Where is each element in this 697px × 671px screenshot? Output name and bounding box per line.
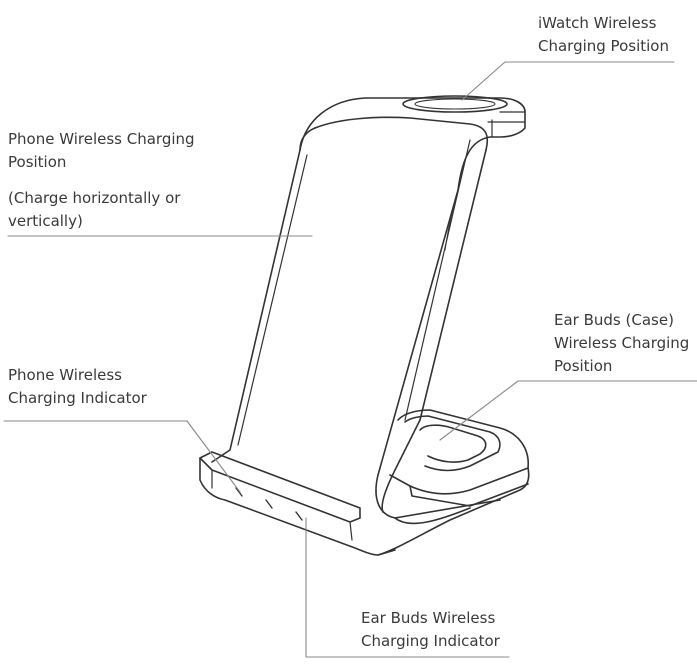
stand-body bbox=[199, 95, 530, 556]
label-line: Ear Buds (Case) bbox=[554, 311, 674, 329]
leader-earbuds bbox=[439, 380, 697, 441]
label-line: Charging Position bbox=[538, 37, 669, 55]
phone-panel-face bbox=[211, 127, 316, 463]
label-phone-position: Phone Wireless Charging Position bbox=[8, 128, 195, 174]
panel-side bbox=[381, 149, 487, 513]
label-line: Charging Indicator bbox=[361, 632, 500, 650]
label-line: Ear Buds Wireless bbox=[361, 609, 496, 627]
label-line: Wireless Charging bbox=[554, 334, 690, 352]
indicator-marks bbox=[235, 487, 303, 521]
label-phone-orientation-note: (Charge horizontally or vertically) bbox=[8, 187, 180, 233]
leader-lines bbox=[3, 61, 697, 658]
phone-ledge bbox=[199, 451, 361, 523]
watch-pad bbox=[402, 95, 508, 113]
phone-panel-outline bbox=[299, 97, 526, 519]
label-earbuds-position: Ear Buds (Case) Wireless Charging Positi… bbox=[554, 309, 689, 378]
label-line: vertically) bbox=[8, 212, 83, 230]
label-line: Charging Indicator bbox=[8, 389, 147, 407]
label-phone-indicator: Phone Wireless Charging Indicator bbox=[8, 364, 147, 410]
label-iwatch-position: iWatch Wireless Charging Position bbox=[538, 12, 669, 58]
label-line: Position bbox=[554, 357, 613, 375]
earbuds-pad bbox=[419, 424, 487, 463]
label-line: Position bbox=[8, 153, 67, 171]
label-earbuds-indicator: Ear Buds Wireless Charging Indicator bbox=[361, 607, 500, 653]
label-line: (Charge horizontally or bbox=[8, 189, 181, 207]
phone-panel-front-edge bbox=[314, 116, 489, 151]
label-line: Phone Wireless Charging bbox=[8, 130, 195, 148]
leader-earbuds-indicator bbox=[305, 517, 510, 658]
leader-iwatch bbox=[461, 61, 675, 101]
earbuds-tray bbox=[389, 409, 529, 507]
leader-phone-indicator bbox=[3, 420, 241, 493]
label-line: iWatch Wireless bbox=[538, 14, 657, 32]
label-line: Phone Wireless bbox=[8, 366, 122, 384]
